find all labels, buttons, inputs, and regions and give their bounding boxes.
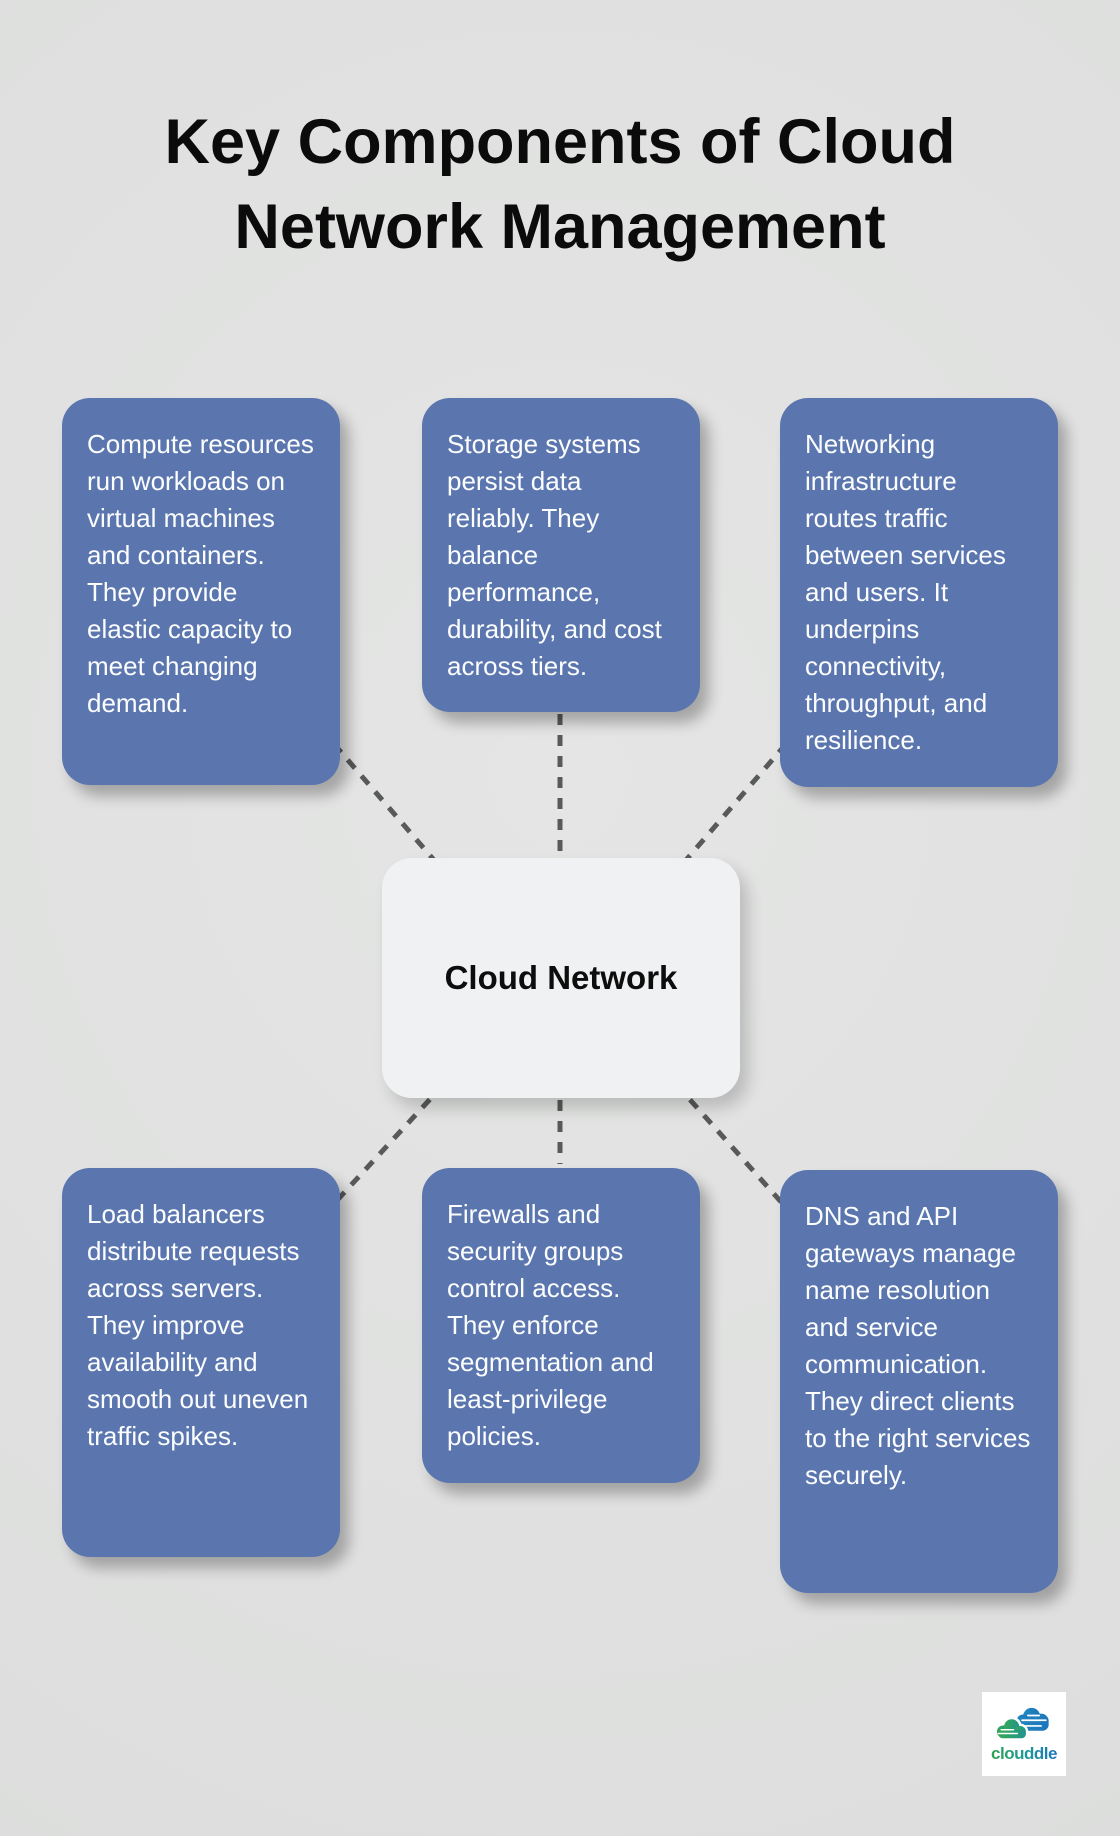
node-load-balancers: Load balancers distribute requests acros… xyxy=(62,1168,340,1557)
node-dns-api-gateways: DNS and API gateways manage name resolut… xyxy=(780,1170,1058,1593)
node-networking: Networking infrastructure routes traffic… xyxy=(780,398,1058,787)
node-compute: Compute resources run workloads on virtu… xyxy=(62,398,340,785)
page-title: Key Components of Cloud Network Manageme… xyxy=(164,107,956,262)
connector-dns xyxy=(674,1082,792,1214)
node-storage: Storage systems persist data reliably. T… xyxy=(422,398,700,712)
node-storage-text: Storage systems persist data reliably. T… xyxy=(447,429,662,681)
node-compute-text: Compute resources run workloads on virtu… xyxy=(87,429,314,718)
node-load-balancers-text: Load balancers distribute requests acros… xyxy=(87,1199,309,1451)
connector-load-balancers xyxy=(328,1082,446,1210)
node-firewalls: Firewalls and security groups control ac… xyxy=(422,1168,700,1483)
node-dns-api-gateways-text: DNS and API gateways manage name resolut… xyxy=(805,1201,1031,1490)
connector-networking xyxy=(672,742,788,876)
node-networking-text: Networking infrastructure routes traffic… xyxy=(805,429,1006,755)
brand-logo: clouddle xyxy=(982,1692,1066,1776)
center-node-label: Cloud Network xyxy=(444,959,678,996)
connector-compute xyxy=(332,742,448,876)
center-node-cloud-network: Cloud Network xyxy=(382,858,740,1098)
node-firewalls-text: Firewalls and security groups control ac… xyxy=(447,1199,654,1451)
cloud-logo-icon xyxy=(994,1707,1049,1741)
brand-logo-text: clouddle xyxy=(991,1743,1057,1763)
